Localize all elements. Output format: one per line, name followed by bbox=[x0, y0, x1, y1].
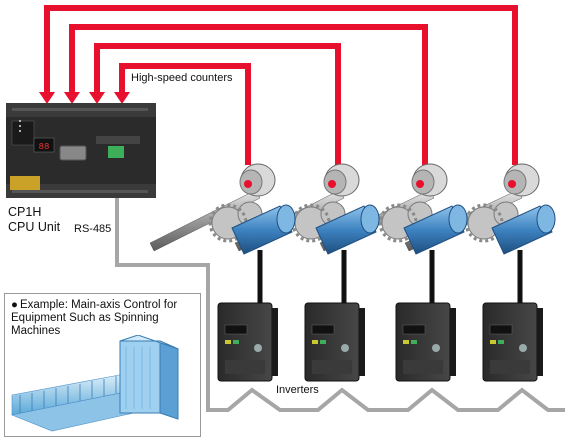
spinning-machine-illustration bbox=[10, 335, 179, 432]
motor-1 bbox=[231, 204, 296, 255]
svg-text:88: 88 bbox=[39, 142, 50, 152]
example-text: Example: Main-axis Control for Equipment… bbox=[11, 299, 178, 337]
encoders bbox=[239, 163, 540, 197]
counter-wire-3 bbox=[94, 43, 341, 165]
counter-arrowheads bbox=[39, 92, 130, 104]
example-panel: ●Example: Main-axis Control for Equipmen… bbox=[4, 293, 201, 437]
cpu-unit-model: CP1H bbox=[8, 205, 42, 219]
inverter-3 bbox=[395, 302, 456, 382]
motors bbox=[231, 204, 556, 255]
cpu-unit: 88 bbox=[6, 103, 156, 198]
inverter-2 bbox=[304, 302, 365, 382]
rs485-label: RS-485 bbox=[74, 223, 112, 235]
motor-2 bbox=[315, 204, 380, 255]
rs485-cable bbox=[115, 158, 565, 412]
motor-cables bbox=[257, 250, 523, 305]
gears bbox=[211, 201, 519, 240]
cpu-unit-caption: CPU Unit bbox=[8, 220, 61, 234]
counter-wire-1 bbox=[44, 5, 518, 165]
inverters-label: Inverters bbox=[276, 384, 319, 396]
bullet-icon: ● bbox=[11, 299, 18, 311]
inverter-1 bbox=[217, 302, 278, 382]
inverters bbox=[217, 302, 543, 382]
encoder-3 bbox=[411, 163, 448, 197]
encoder-4 bbox=[503, 163, 540, 197]
encoder-2 bbox=[323, 163, 360, 197]
high-speed-counters-label: High-speed counters bbox=[131, 72, 233, 84]
counter-wires bbox=[44, 5, 518, 165]
counter-wire-4 bbox=[119, 63, 251, 165]
counter-wire-2 bbox=[69, 24, 428, 165]
encoder-1 bbox=[239, 163, 276, 197]
motor-4 bbox=[491, 204, 556, 255]
example-caption: ●Example: Main-axis Control for Equipmen… bbox=[11, 299, 197, 338]
inverter-4 bbox=[482, 302, 543, 382]
motor-3 bbox=[403, 204, 468, 255]
cpu-unit-label: CP1H CPU Unit bbox=[8, 205, 88, 235]
